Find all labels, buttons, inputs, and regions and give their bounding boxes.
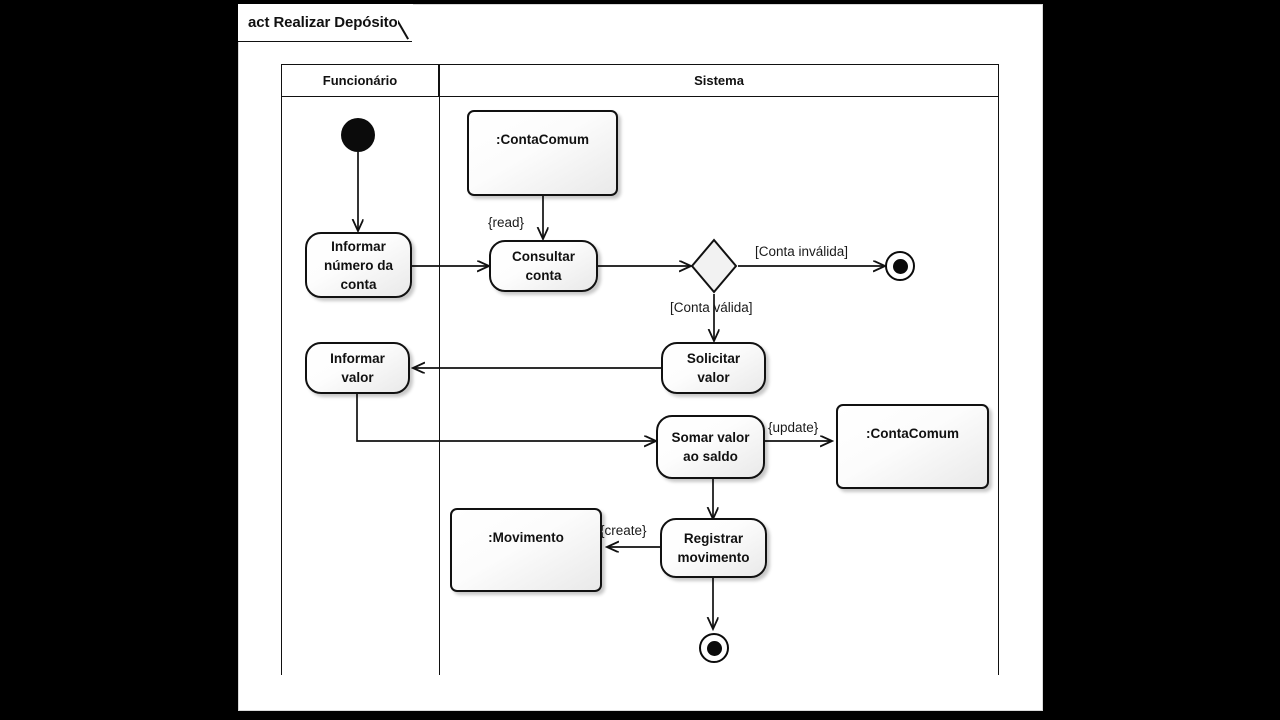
- activity-consultar-conta[interactable]: Consultar conta: [489, 240, 598, 292]
- activity-label: Registrar movimento: [677, 531, 750, 565]
- swimlane-body-funcionario: [281, 97, 439, 675]
- object-node-movimento[interactable]: :Movimento: [450, 508, 602, 592]
- activity-informar-valor[interactable]: Informar valor: [305, 342, 410, 394]
- edge-label-update: {update}: [768, 420, 819, 435]
- object-label: :ContaComum: [866, 426, 959, 441]
- swimlane-header-funcionario: Funcionário: [281, 64, 439, 97]
- activity-solicitar-valor[interactable]: Solicitar valor: [661, 342, 766, 394]
- diagram-frame-label: act Realizar Depósito: [238, 4, 413, 42]
- activity-somar-valor-ao-saldo[interactable]: Somar valor ao saldo: [656, 415, 765, 479]
- swimlane-container: Funcionário Sistema: [281, 64, 999, 675]
- activity-informar-numero-da-conta[interactable]: Informar número da conta: [305, 232, 412, 298]
- swimlane-title-funcionario: Funcionário: [322, 73, 398, 88]
- activity-label: Informar número da conta: [323, 238, 393, 292]
- swimlane-header-row: Funcionário Sistema: [281, 64, 999, 97]
- activity-label: Solicitar valor: [686, 351, 741, 385]
- activity-registrar-movimento[interactable]: Registrar movimento: [660, 518, 767, 578]
- final-node-conta-invalida: [885, 251, 915, 281]
- edge-label-read: {read}: [488, 215, 525, 230]
- object-node-contacomum-right[interactable]: :ContaComum: [836, 404, 989, 489]
- swimlane-body-sistema: [439, 97, 999, 675]
- decision-node[interactable]: [690, 238, 738, 294]
- initial-node: [341, 118, 375, 152]
- final-node-fim: [699, 633, 729, 663]
- edge-label-create: {create}: [600, 523, 647, 538]
- edge-label-conta-valida: [Conta válida]: [670, 300, 753, 315]
- object-label: :Movimento: [488, 530, 564, 545]
- activity-label: Somar valor ao saldo: [671, 430, 750, 464]
- swimlane-header-sistema: Sistema: [439, 64, 999, 97]
- frame-tab-corner-cut: [398, 4, 420, 42]
- swimlane-title-sistema: Sistema: [694, 73, 744, 88]
- frame-label-text: act Realizar Depósito: [248, 14, 398, 31]
- activity-label: Informar valor: [330, 351, 385, 385]
- edge-label-conta-invalida: [Conta inválida]: [755, 244, 849, 259]
- activity-label: Consultar conta: [511, 249, 575, 283]
- object-node-contacomum-top[interactable]: :ContaComum: [467, 110, 618, 196]
- object-label: :ContaComum: [496, 132, 589, 147]
